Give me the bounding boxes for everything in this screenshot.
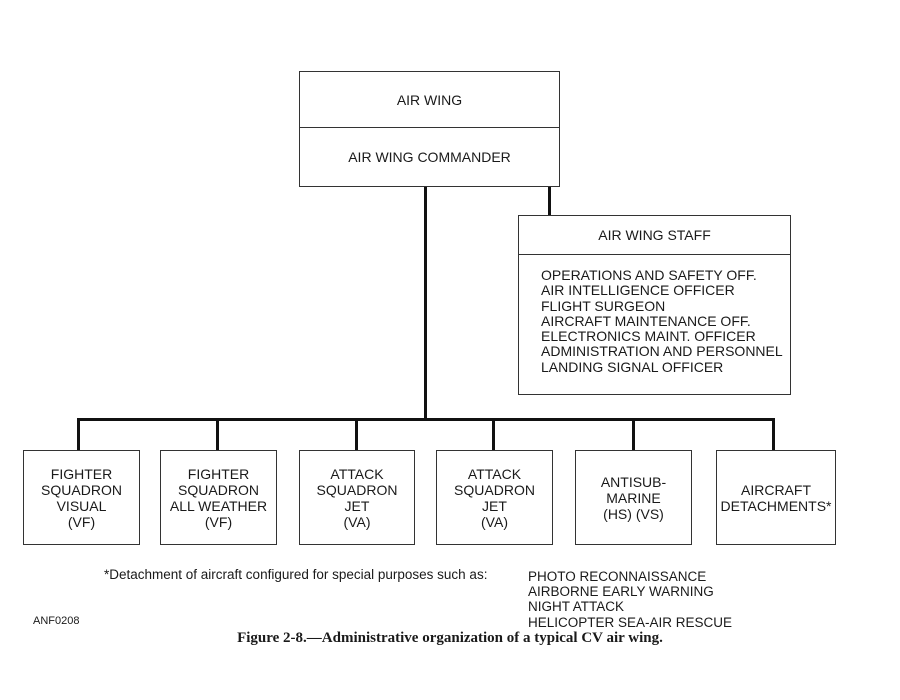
air-wing-staff-title: AIR WING STAFF (598, 227, 711, 243)
connector-commander-trunk (424, 186, 427, 421)
connector-unit-6 (772, 418, 775, 451)
unit-line: AIRCRAFT (741, 481, 811, 498)
purpose-item: PHOTO RECONNAISSANCE (528, 569, 707, 584)
unit-box-aircraft-detachments: AIRCRAFT DETACHMENTS* (716, 450, 836, 545)
unit-line: FIGHTER (50, 465, 113, 482)
unit-line: ANTISUB- (600, 473, 667, 490)
unit-line: JET (344, 497, 370, 514)
unit-line: SQUADRON (41, 481, 122, 498)
unit-line: SQUADRON (178, 481, 259, 498)
air-wing-box: AIR WING AIR WING COMMANDER (299, 71, 560, 187)
footnote-text: *Detachment of aircraft configured for s… (104, 567, 488, 582)
air-wing-divider (300, 127, 559, 128)
unit-box-attack-jet-2: ATTACK SQUADRON JET (VA) (436, 450, 553, 545)
purpose-item: NIGHT ATTACK (528, 599, 625, 615)
air-wing-staff-divider (519, 254, 790, 255)
unit-box-attack-jet-1: ATTACK SQUADRON JET (VA) (299, 450, 415, 545)
connector-unit-2 (216, 418, 219, 451)
connector-unit-5 (632, 418, 635, 451)
staff-item: FLIGHT SURGEON (541, 297, 666, 314)
unit-line: ATTACK (467, 465, 522, 482)
purpose-item: AIRBORNE EARLY WARNING (528, 584, 714, 600)
staff-item: AIR INTELLIGENCE OFFICER (541, 282, 735, 299)
unit-box-fighter-visual: FIGHTER SQUADRON VISUAL (VF) (23, 450, 140, 545)
staff-item: LANDING SIGNAL OFFICER (541, 358, 724, 375)
connector-staff (548, 186, 551, 216)
unit-line: (VA) (343, 513, 371, 530)
connector-unit-1 (77, 418, 80, 451)
staff-item: ADMINISTRATION AND PERSONNEL (541, 343, 783, 360)
unit-line: VISUAL (56, 497, 107, 514)
staff-item: ELECTRONICS MAINT. OFFICER (541, 328, 756, 345)
unit-line: (HS) (VS) (603, 505, 664, 522)
unit-line: SQUADRON (316, 481, 398, 498)
air-wing-staff-box: AIR WING STAFF OPERATIONS AND SAFETY OFF… (518, 215, 791, 395)
unit-box-fighter-all-weather: FIGHTER SQUADRON ALL WEATHER (VF) (160, 450, 277, 545)
figure-caption: Figure 2-8.—Administrative organization … (237, 630, 663, 646)
unit-box-antisubmarine: ANTISUB- MARINE (HS) (VS) (575, 450, 692, 545)
unit-line: DETACHMENTS* (720, 497, 832, 514)
unit-line: ATTACK (330, 465, 384, 482)
unit-line: ALL WEATHER (169, 497, 268, 514)
connector-unit-3 (355, 418, 358, 451)
staff-item: AIRCRAFT MAINTENANCE OFF. (541, 312, 751, 329)
unit-line: (VF) (67, 513, 96, 530)
connector-units-bus (77, 418, 775, 421)
air-wing-staff-list: OPERATIONS AND SAFETY OFF. AIR INTELLIGE… (541, 267, 783, 375)
unit-line: (VF) (204, 513, 233, 530)
connector-unit-4 (492, 418, 495, 451)
staff-item: OPERATIONS AND SAFETY OFF. (541, 267, 757, 283)
unit-line: (VA) (481, 513, 508, 530)
unit-line: MARINE (606, 489, 661, 506)
air-wing-commander: AIR WING COMMANDER (348, 149, 511, 165)
figure-id: ANF0208 (33, 615, 80, 627)
purpose-item: HELICOPTER SEA-AIR RESCUE (528, 614, 733, 630)
special-purposes-list: PHOTO RECONNAISSANCE AIRBORNE EARLY WARN… (528, 569, 732, 630)
air-wing-title: AIR WING (396, 92, 463, 108)
unit-line: JET (482, 497, 507, 514)
unit-line: SQUADRON (454, 481, 535, 498)
unit-line: FIGHTER (187, 465, 250, 482)
